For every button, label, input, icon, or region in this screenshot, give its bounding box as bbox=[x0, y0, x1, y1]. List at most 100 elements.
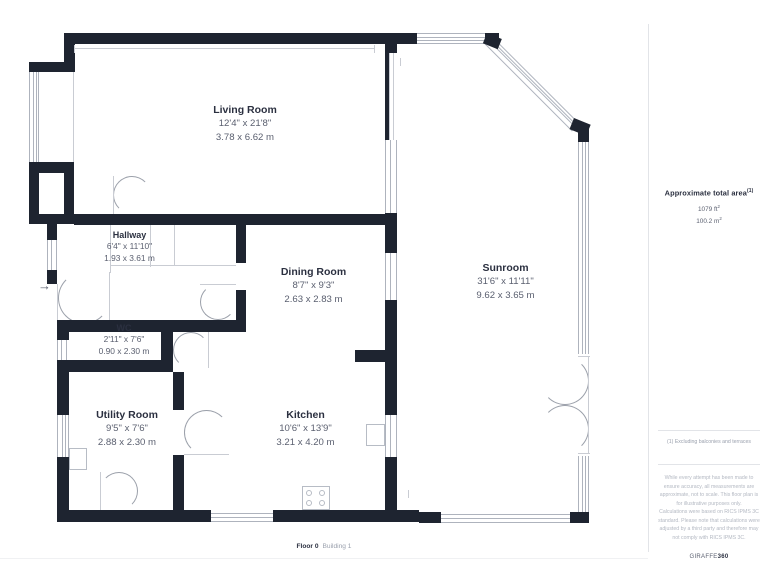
entry-door-line bbox=[57, 284, 58, 324]
wall-segment bbox=[161, 320, 246, 332]
wall-segment bbox=[570, 512, 589, 523]
room-dimensions-imperial: 12'4" x 21'8" bbox=[218, 118, 272, 129]
wall-segment bbox=[385, 300, 397, 350]
entrance-arrow: → bbox=[38, 278, 51, 293]
building-label: Building 1 bbox=[322, 543, 352, 550]
wall-segment bbox=[236, 320, 246, 332]
panel-rule bbox=[658, 430, 760, 431]
door-leaf bbox=[200, 284, 236, 285]
room-name: Sunroom bbox=[482, 262, 529, 274]
window-frame bbox=[366, 424, 385, 446]
wall-inner-line bbox=[393, 53, 394, 140]
window-mullion bbox=[441, 518, 570, 519]
wall-segment bbox=[355, 350, 397, 362]
wall-segment bbox=[57, 360, 173, 372]
total-area-superscript: (1) bbox=[746, 188, 754, 194]
hob-burner bbox=[306, 500, 312, 506]
room-dimensions-metric: 3.78 x 6.62 m bbox=[215, 131, 275, 143]
dimension-line bbox=[400, 58, 401, 66]
wall-segment bbox=[397, 33, 417, 44]
window bbox=[578, 456, 589, 512]
wall-segment bbox=[29, 162, 74, 173]
footer-divider bbox=[0, 558, 648, 559]
window-mullion bbox=[585, 456, 586, 512]
wall-segment bbox=[273, 510, 419, 522]
window bbox=[47, 240, 57, 270]
room-dimensions-metric: 2.63 x 2.83 m bbox=[284, 293, 343, 305]
wall-inner-line bbox=[73, 72, 74, 162]
door-arc bbox=[100, 472, 138, 510]
window bbox=[417, 33, 485, 44]
dimension-line bbox=[174, 225, 175, 265]
wall-segment bbox=[47, 270, 57, 284]
window-mullion bbox=[390, 253, 391, 300]
hob-burner bbox=[319, 500, 325, 506]
room-label-hallway: Hallway 6'4" x 11'10" 1.93 x 3.61 m bbox=[57, 229, 202, 264]
door-leaf bbox=[100, 472, 101, 510]
window-frame bbox=[69, 448, 87, 470]
window-mullion bbox=[417, 37, 485, 38]
door-leaf bbox=[588, 357, 589, 405]
wall-segment bbox=[29, 62, 39, 76]
disclaimer-rics: Calculations were based on RICS IPMS 3C … bbox=[658, 509, 760, 541]
room-label-utility-room: Utility Room 9'5" x 7'6" 2.88 x 2.30 m bbox=[48, 408, 206, 449]
wall-segment bbox=[173, 455, 184, 510]
room-name: Dining Room bbox=[280, 266, 347, 278]
giraffe360-logo: GIRAFFE360 bbox=[689, 554, 729, 560]
dimension-line bbox=[74, 45, 75, 53]
room-name: Utility Room bbox=[96, 409, 158, 421]
room-dimensions-imperial: 8'7" x 9'3" bbox=[292, 280, 335, 291]
wall-segment bbox=[173, 372, 184, 410]
wall-segment bbox=[385, 53, 389, 140]
wall-inner-line bbox=[389, 53, 390, 140]
dimension-line bbox=[374, 45, 375, 53]
disclaimer-accuracy: While every attempt has been made to ens… bbox=[659, 475, 759, 507]
info-panel: Approximate total area(1) 1079 ft2 100.2… bbox=[650, 24, 768, 560]
window bbox=[578, 142, 589, 354]
door-arc bbox=[541, 357, 589, 405]
entry-door-arc bbox=[58, 272, 110, 324]
window bbox=[57, 415, 69, 457]
wall-segment bbox=[74, 214, 385, 225]
door-leaf bbox=[113, 176, 114, 214]
dimension-line bbox=[408, 490, 409, 498]
window-mullion bbox=[211, 517, 273, 518]
dimension-line bbox=[74, 48, 374, 49]
window bbox=[385, 253, 397, 300]
door-arc bbox=[200, 284, 236, 320]
wall-segment bbox=[64, 33, 75, 72]
window-mullion bbox=[390, 140, 391, 213]
door-leaf bbox=[208, 332, 209, 368]
wall-segment bbox=[64, 162, 74, 214]
window-mullion bbox=[36, 72, 37, 162]
stove-hob bbox=[302, 486, 330, 510]
dimension-line bbox=[150, 225, 151, 267]
room-label-living-room: Living Room 12'4" x 21'8" 3.78 x 6.62 m bbox=[155, 103, 335, 144]
room-dimensions-imperial: 9'5" x 7'6" bbox=[106, 423, 148, 434]
door-frame bbox=[578, 356, 590, 357]
window-mullion bbox=[585, 142, 586, 354]
room-dimensions-imperial: 10'6" x 13'9" bbox=[279, 423, 332, 434]
wall-segment bbox=[578, 128, 589, 142]
window-mullion bbox=[65, 415, 66, 457]
room-label-dining-room: Dining Room 8'7" x 9'3" 2.63 x 2.83 m bbox=[236, 265, 391, 306]
wall-segment bbox=[385, 33, 397, 53]
window-mullion bbox=[390, 415, 391, 457]
wall-segment bbox=[236, 225, 246, 263]
room-dimensions-imperial: 2'11" x 7'6" bbox=[103, 334, 145, 344]
room-name: Living Room bbox=[213, 104, 277, 116]
room-dimensions-metric: 1.93 x 3.61 m bbox=[104, 252, 155, 263]
wall-segment bbox=[57, 320, 161, 332]
door-frame bbox=[578, 453, 590, 454]
window bbox=[385, 415, 397, 457]
room-dimensions-metric: 2.88 x 2.30 m bbox=[97, 436, 157, 448]
window-mullion bbox=[61, 340, 62, 360]
room-dimensions-imperial: 31'6" x 11'11" bbox=[477, 276, 534, 287]
total-area-imperial: 1079 ft2 bbox=[698, 204, 720, 214]
wall-segment bbox=[47, 224, 57, 240]
window-mullion bbox=[62, 415, 63, 457]
total-area-title: Approximate total area(1) bbox=[664, 188, 754, 198]
wall-segment bbox=[29, 62, 74, 72]
